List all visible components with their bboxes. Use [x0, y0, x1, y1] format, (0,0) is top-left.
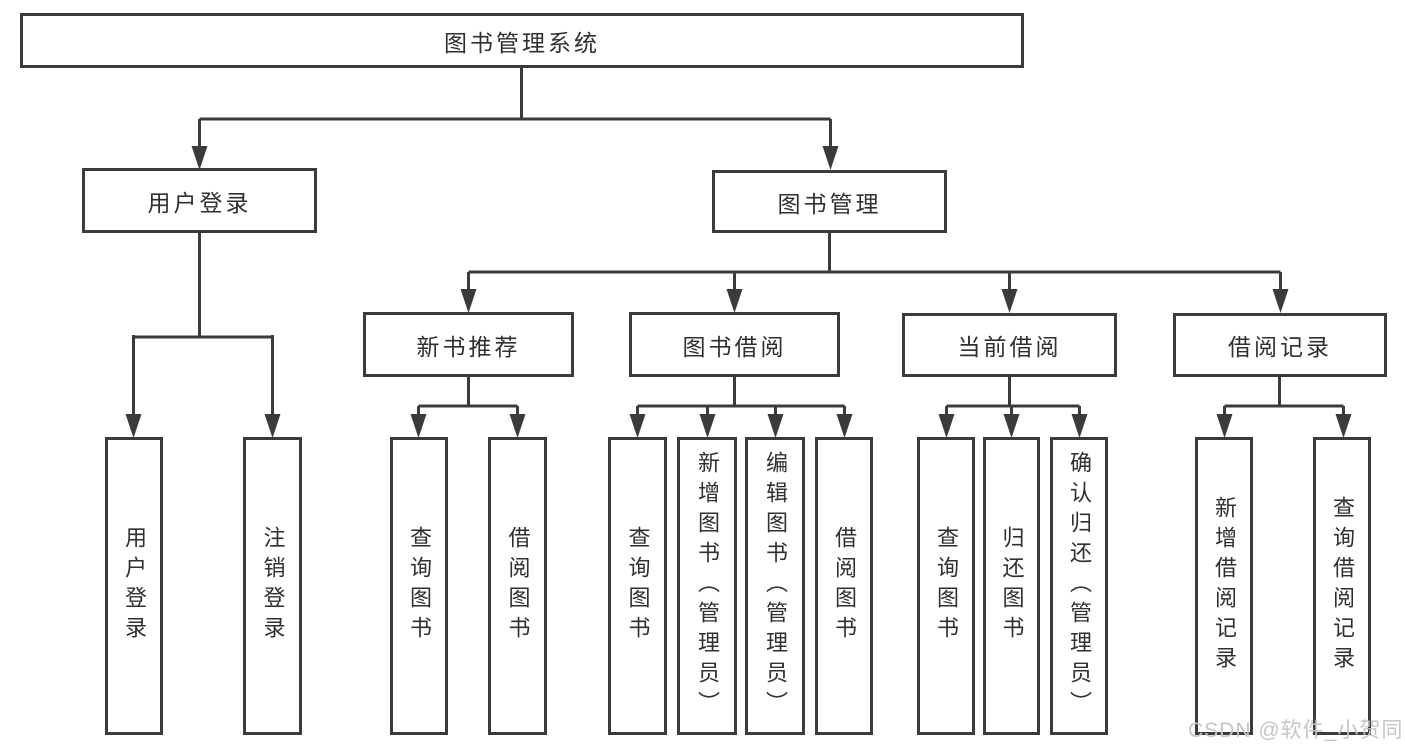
node-book-borrow: 图书借阅 [629, 312, 840, 377]
node-query-books-current: 查询图书 [917, 437, 975, 735]
node-edit-book-admin: 编辑图书（管理员） [745, 437, 805, 735]
node-borrow-records: 借阅记录 [1173, 313, 1387, 377]
node-library-system: 图书管理系统 [20, 13, 1024, 68]
node-query-books-borrow: 查询图书 [608, 437, 667, 735]
node-logout: 注销登录 [243, 437, 302, 735]
node-borrow-books: 借阅图书 [815, 437, 873, 735]
node-add-book-admin: 新增图书（管理员） [677, 437, 737, 735]
node-confirm-return-admin: 确认归还（管理员） [1050, 437, 1108, 735]
node-query-books-recommend: 查询图书 [390, 437, 448, 735]
node-book-management: 图书管理 [712, 170, 947, 233]
node-add-borrow-record: 新增借阅记录 [1195, 437, 1253, 735]
node-new-book-recommend: 新书推荐 [363, 312, 574, 377]
node-borrow-books-recommend: 借阅图书 [488, 437, 547, 735]
node-query-borrow-record: 查询借阅记录 [1313, 437, 1371, 735]
node-current-borrow: 当前借阅 [902, 313, 1117, 377]
node-user-login: 用户登录 [82, 168, 317, 233]
node-user-login-leaf: 用户登录 [105, 437, 163, 735]
csdn-watermark: CSDN @软件_小贺同学 [1188, 719, 1405, 742]
node-return-books: 归还图书 [983, 437, 1040, 735]
